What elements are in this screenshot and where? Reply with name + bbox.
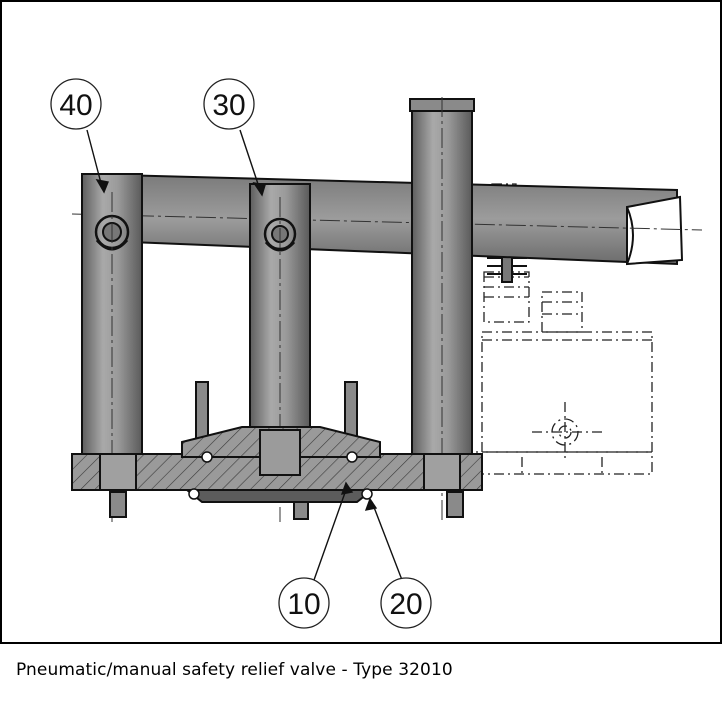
phantom-actuator	[461, 183, 653, 475]
svg-text:40: 40	[59, 89, 92, 122]
column-right	[409, 97, 475, 522]
leader-lines	[86, 129, 403, 581]
svg-text:20: 20	[389, 588, 422, 621]
callout-10: 10	[278, 577, 330, 629]
valve-drawing: 40 30 10 20	[50, 78, 703, 629]
column-middle	[249, 183, 311, 522]
svg-text:30: 30	[212, 89, 245, 122]
base-flange	[71, 426, 483, 503]
svg-text:10: 10	[287, 588, 320, 621]
callout-40: 40	[50, 78, 102, 130]
figure-caption: Pneumatic/manual safety relief valve - T…	[16, 660, 453, 680]
lever-beam	[71, 172, 703, 266]
callout-20: 20	[380, 577, 432, 629]
column-left	[81, 173, 143, 522]
callout-30: 30	[203, 78, 255, 130]
drawing-frame: 40 30 10 20	[0, 0, 722, 644]
